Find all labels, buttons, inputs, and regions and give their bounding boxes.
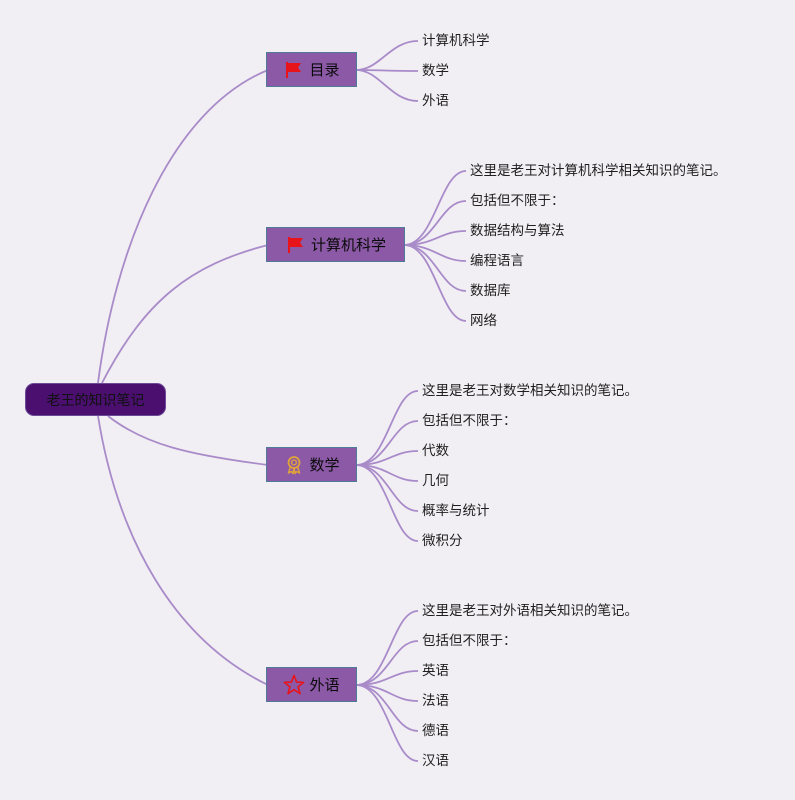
red-flag-icon xyxy=(285,234,307,256)
leaf-node[interactable]: 概率与统计 xyxy=(422,503,490,519)
leaf-node[interactable]: 这里是老王对数学相关知识的笔记。 xyxy=(422,383,638,399)
link-wy-6 xyxy=(355,684,419,762)
link-jsj-6 xyxy=(403,244,467,322)
branch-label: 数学 xyxy=(309,456,340,474)
root-to-branch-shuxue xyxy=(107,415,269,466)
link-sx-6 xyxy=(355,464,419,542)
leaf-node[interactable]: 数学 xyxy=(422,63,449,79)
branch-label: 目录 xyxy=(309,61,340,79)
link-sx-1 xyxy=(355,390,419,466)
link-sx-2 xyxy=(355,420,419,466)
leaf-node[interactable]: 包括但不限于： xyxy=(470,193,565,209)
leaf-node[interactable]: 英语 xyxy=(422,663,449,679)
root-to-branch-jisuanji xyxy=(101,244,269,384)
root-to-branch-mulu xyxy=(97,69,269,384)
branch-node-math[interactable]: 数学 xyxy=(266,447,357,482)
leaf-node[interactable]: 数据库 xyxy=(470,283,511,299)
branch-node-computer-science[interactable]: 计算机科学 xyxy=(266,227,405,262)
link-wy-1 xyxy=(355,610,419,686)
leaf-node[interactable]: 包括但不限于： xyxy=(422,413,517,429)
red-flag-icon xyxy=(283,59,305,81)
root-node[interactable]: 老王的知识笔记 xyxy=(25,383,166,416)
leaf-node[interactable]: 数据结构与算法 xyxy=(470,223,565,239)
branch-label: 计算机科学 xyxy=(310,236,386,254)
link-jsj-2 xyxy=(403,200,467,246)
branch-node-languages[interactable]: 外语 xyxy=(266,667,357,702)
leaf-node[interactable]: 德语 xyxy=(422,723,449,739)
leaf-node[interactable]: 这里是老王对计算机科学相关知识的笔记。 xyxy=(470,163,727,179)
leaf-node[interactable]: 外语 xyxy=(422,93,449,109)
leaf-node[interactable]: 编程语言 xyxy=(470,253,524,269)
leaf-node[interactable]: 微积分 xyxy=(422,533,463,549)
leaf-node[interactable]: 这里是老王对外语相关知识的笔记。 xyxy=(422,603,638,619)
leaf-node[interactable]: 汉语 xyxy=(422,753,449,769)
leaf-node[interactable]: 包括但不限于： xyxy=(422,633,517,649)
link-wy-2 xyxy=(355,640,419,686)
star-outline-icon xyxy=(283,674,305,696)
leaf-node[interactable]: 计算机科学 xyxy=(422,33,490,49)
root-to-branch-waiyu xyxy=(97,415,269,686)
link-mulu-3 xyxy=(355,69,419,102)
award-medal-icon xyxy=(283,454,305,476)
branch-label: 外语 xyxy=(309,676,340,694)
branch-node-mulu[interactable]: 目录 xyxy=(266,52,357,87)
leaf-node[interactable]: 几何 xyxy=(422,473,449,489)
root-label: 老王的知识笔记 xyxy=(46,392,145,409)
link-jsj-1 xyxy=(403,170,467,246)
leaf-node[interactable]: 代数 xyxy=(422,443,449,459)
link-mulu-1 xyxy=(355,40,419,71)
leaf-node[interactable]: 法语 xyxy=(422,693,449,709)
leaf-node[interactable]: 网络 xyxy=(470,313,497,329)
